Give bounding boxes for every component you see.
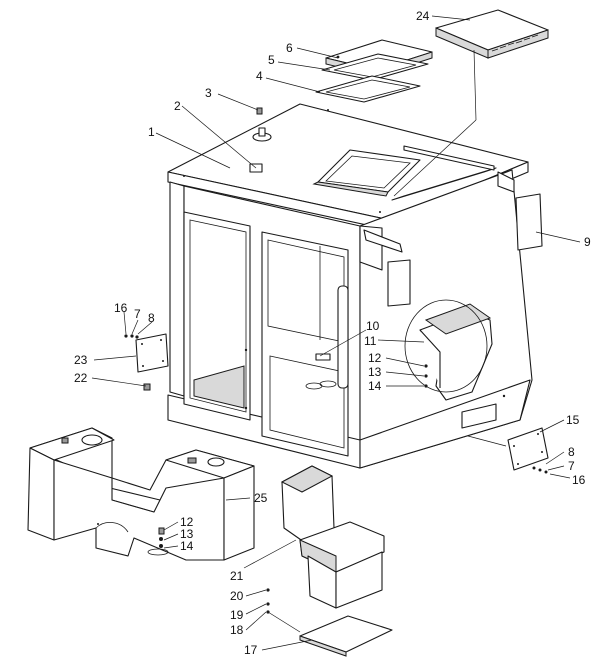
part-24-vent-cover	[435, 9, 549, 59]
callout-13-right: 13	[368, 365, 382, 379]
part-15-right-plate	[507, 427, 549, 474]
callouts: 1 2 3 4 5 6 24 9 16 7 8 23 22 10 11 12 1…	[74, 9, 591, 657]
part-25-base-console	[27, 427, 255, 561]
part-23-left-plate	[135, 333, 169, 373]
callout-2: 2	[174, 99, 181, 113]
part-9-side-panel	[515, 193, 543, 251]
part-11-control-console	[404, 299, 493, 401]
leader-lines	[91, 15, 581, 651]
callout-18: 18	[230, 623, 244, 637]
callout-12-base: 12	[180, 515, 194, 529]
callout-21: 21	[230, 569, 244, 583]
callout-15: 15	[566, 413, 580, 427]
callout-16-left: 16	[114, 301, 128, 315]
callout-4: 4	[256, 69, 263, 83]
callout-13-base: 13	[180, 527, 194, 541]
callout-1: 1	[148, 125, 155, 139]
callout-6: 6	[286, 41, 293, 55]
callout-16-right: 16	[572, 473, 586, 487]
callout-9: 9	[584, 235, 591, 249]
callout-23: 23	[74, 353, 88, 367]
callout-8-right: 8	[568, 445, 575, 459]
part-3-bolt	[256, 107, 263, 115]
part-4-hatch-seal	[315, 75, 421, 103]
part-12-13-14-right-fasteners	[424, 364, 428, 388]
callout-10: 10	[366, 319, 380, 333]
callout-22: 22	[74, 371, 88, 385]
callout-17: 17	[244, 643, 258, 657]
callout-25: 25	[254, 491, 268, 505]
callout-12-right: 12	[368, 351, 382, 365]
callout-20: 20	[230, 589, 244, 603]
callout-8-left: 8	[148, 311, 155, 325]
callout-14-right: 14	[368, 379, 382, 393]
part-22-bolt	[143, 383, 151, 391]
part-16-7-8-fasteners	[124, 334, 139, 339]
callout-14-base: 14	[180, 539, 194, 553]
callout-3: 3	[205, 86, 212, 100]
callout-5: 5	[268, 53, 275, 67]
part-21-seat	[280, 465, 385, 609]
callout-7-left: 7	[134, 307, 141, 321]
cab-body	[167, 169, 533, 469]
callout-11: 11	[364, 334, 377, 348]
part-17-seat-plate	[266, 588, 393, 657]
part-5-hatch-frame	[321, 53, 429, 81]
callout-24: 24	[416, 9, 430, 23]
callout-19: 19	[230, 608, 244, 622]
callout-7-right: 7	[568, 459, 575, 473]
